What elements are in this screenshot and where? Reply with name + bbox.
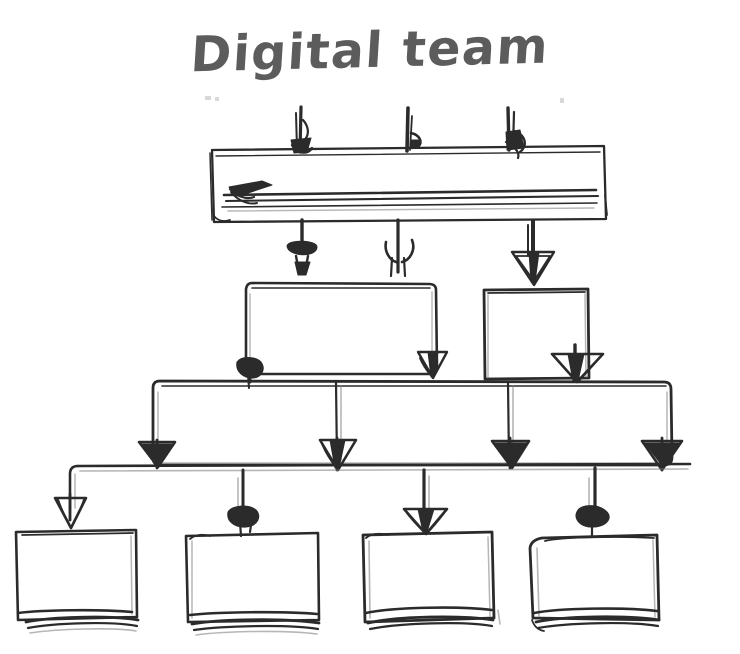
connector-level2b-to-level3-right bbox=[550, 343, 605, 384]
connector-level3-to-bar4-1 bbox=[137, 438, 177, 470]
connector-level3-to-bar4-2 bbox=[318, 436, 358, 472]
connector-bar4-to-box4 bbox=[575, 466, 610, 538]
connector-level2a-to-level3-left bbox=[236, 357, 264, 389]
connector-level3-to-bar4-4 bbox=[640, 436, 684, 472]
node-level1-box[interactable] bbox=[209, 144, 608, 224]
node-level2-box-a[interactable] bbox=[244, 281, 439, 376]
connector-bar4-to-box2 bbox=[227, 468, 260, 538]
connector-level1-to-below-middle bbox=[384, 218, 415, 278]
connector-up-arrow-2 bbox=[405, 106, 422, 153]
node-level3-bar[interactable] bbox=[151, 379, 674, 467]
level4-connector-bar bbox=[68, 462, 692, 512]
connector-level2a-to-level3-mid bbox=[416, 350, 449, 380]
node-level4-box-1[interactable] bbox=[14, 528, 140, 634]
connector-up-arrow-3 bbox=[504, 106, 526, 160]
smudge-marks bbox=[205, 96, 564, 103]
connector-up-arrow-1 bbox=[290, 105, 314, 154]
connector-level3-to-bar4-3 bbox=[490, 436, 531, 470]
connector-level1-to-level2-left bbox=[286, 218, 318, 276]
node-level4-box-2[interactable] bbox=[184, 531, 321, 636]
connector-bar4-to-box3 bbox=[402, 468, 449, 536]
node-level2-box-b[interactable] bbox=[482, 287, 591, 381]
node-level4-box-4[interactable] bbox=[528, 533, 661, 632]
connector-level1-to-level2-right bbox=[510, 219, 556, 287]
node-level4-box-3[interactable] bbox=[361, 530, 501, 631]
connector-bar4-to-box1 bbox=[53, 492, 88, 530]
